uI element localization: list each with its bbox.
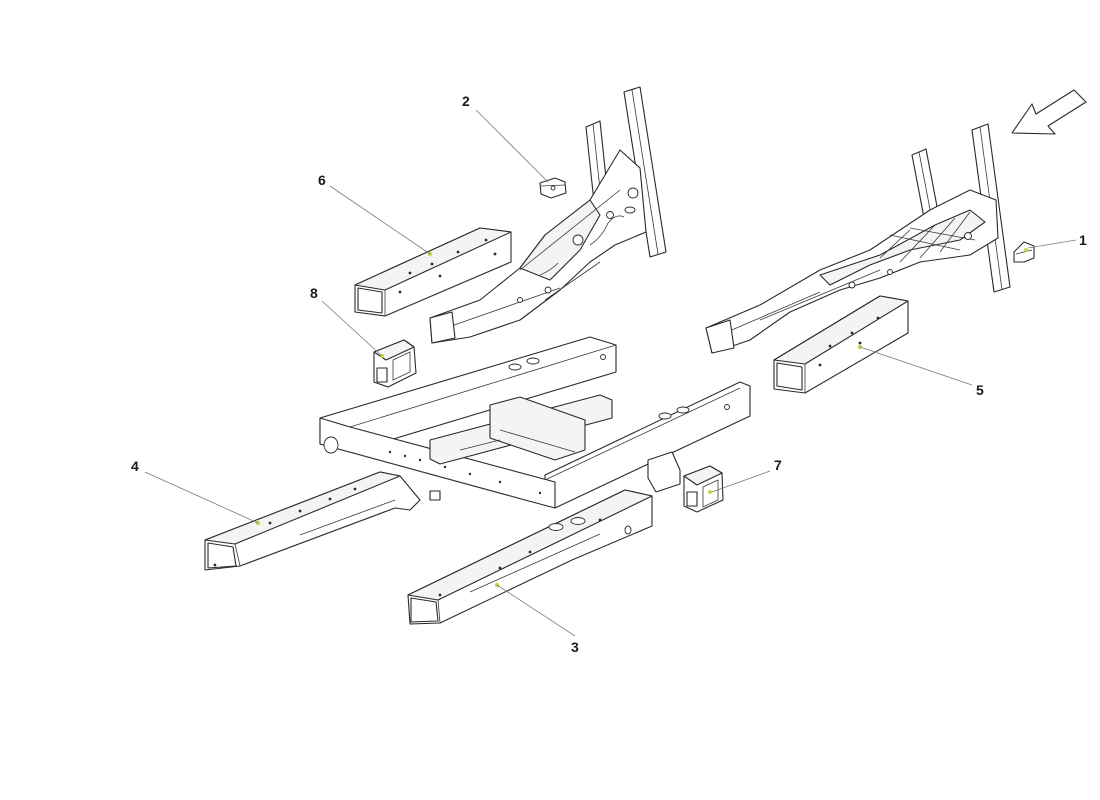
leader-3 — [496, 584, 576, 637]
leader-6 — [329, 185, 431, 255]
leader-7 — [711, 470, 771, 493]
callout-6: 6 — [318, 172, 326, 188]
callout-7: 7 — [774, 457, 782, 473]
part-1-small-bracket — [1013, 241, 1035, 263]
right-front-frame-assembly — [705, 123, 1011, 354]
callout-1: 1 — [1079, 232, 1087, 248]
part-5-box-rail — [773, 295, 909, 394]
callout-3: 3 — [571, 639, 579, 655]
leader-1 — [1027, 239, 1077, 249]
part-4-box-rail — [204, 471, 421, 571]
leader-4 — [144, 471, 259, 524]
leader-lines — [144, 109, 1077, 637]
part-8-mount-bracket — [373, 339, 417, 388]
left-front-frame-assembly — [429, 86, 667, 344]
leader-2 — [475, 109, 549, 183]
part-3-box-rail — [407, 489, 653, 625]
direction-arrow-icon — [1011, 89, 1087, 135]
part-2-small-bracket — [539, 177, 567, 199]
callout-4: 4 — [131, 458, 139, 474]
central-subframe — [319, 336, 751, 509]
leader-8 — [321, 300, 383, 357]
part-7-mount-bracket — [683, 465, 724, 513]
callout-8: 8 — [310, 285, 318, 301]
part-6-box-rail — [354, 227, 512, 317]
callout-5: 5 — [976, 382, 984, 398]
callout-labels: 1 2 3 4 5 6 7 8 — [131, 93, 1087, 655]
callout-2: 2 — [462, 93, 470, 109]
leader-5 — [859, 346, 973, 386]
